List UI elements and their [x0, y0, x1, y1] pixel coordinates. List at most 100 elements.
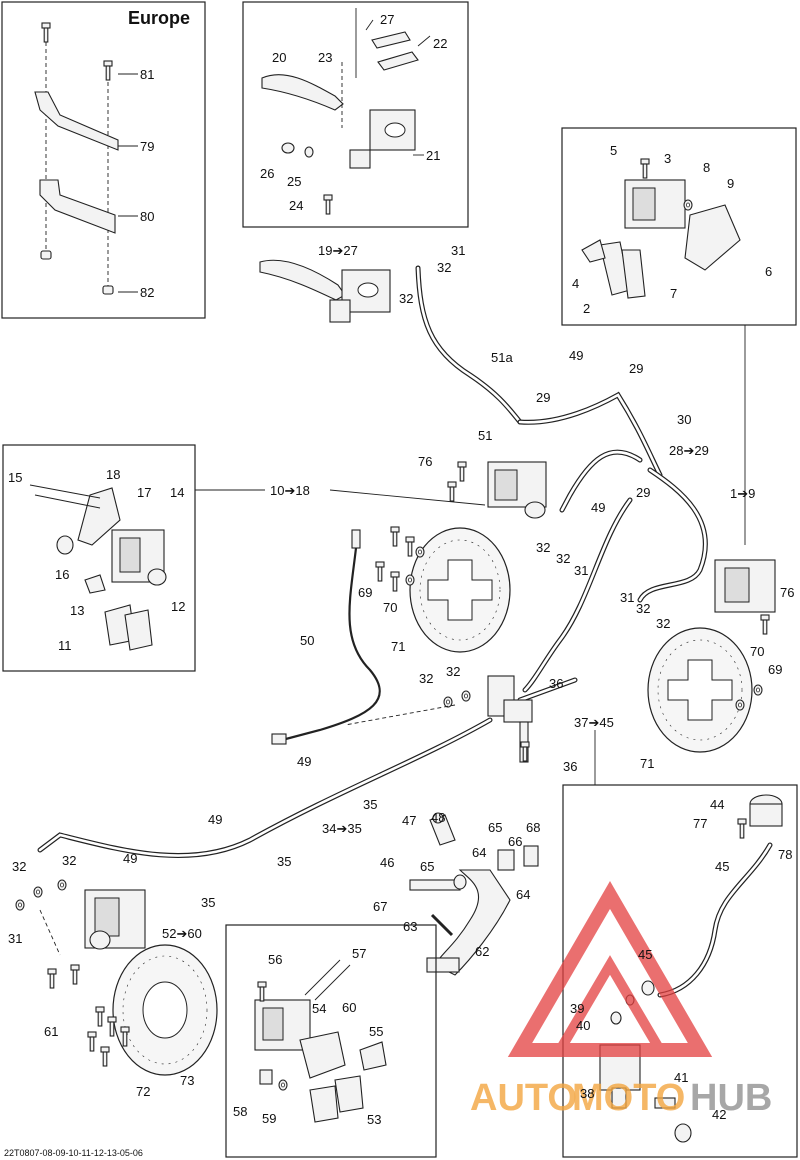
- callout-44: 44: [710, 797, 724, 812]
- callout-31: 31: [620, 590, 634, 605]
- callout-28-29: 28➔29: [669, 443, 709, 458]
- callout-72: 72: [136, 1084, 150, 1099]
- callout-56: 56: [268, 952, 282, 967]
- callout-71: 71: [391, 639, 405, 654]
- callout-69: 69: [768, 662, 782, 677]
- callout-77: 77: [693, 816, 707, 831]
- callout-32: 32: [12, 859, 26, 874]
- callout-41: 41: [674, 1070, 688, 1085]
- rear-caliper-inset-frame: [2, 444, 196, 672]
- brake-disc-rear: [87, 944, 218, 1076]
- callout-40: 40: [576, 1018, 590, 1033]
- callout-21: 21: [426, 148, 440, 163]
- callout-32: 32: [446, 664, 460, 679]
- callout-35: 35: [363, 797, 377, 812]
- callout-32: 32: [636, 601, 650, 616]
- callout-16: 16: [55, 567, 69, 582]
- watermark-logo: [507, 881, 713, 1057]
- callout-32: 32: [399, 291, 413, 306]
- hose-junction-block: [443, 675, 533, 763]
- callout-52-60: 52➔60: [162, 926, 202, 941]
- callout-79: 79: [140, 139, 154, 154]
- callout-6: 6: [765, 264, 772, 279]
- callout-36: 36: [549, 676, 563, 691]
- callout-29: 29: [536, 390, 550, 405]
- callout-47: 47: [402, 813, 416, 828]
- callout-8: 8: [703, 160, 710, 175]
- callout-32: 32: [536, 540, 550, 555]
- callout-71: 71: [640, 756, 654, 771]
- callout-34-35: 34➔35: [322, 821, 362, 836]
- watermark-moto: MOTO: [572, 1077, 685, 1119]
- callout-65: 65: [420, 859, 434, 874]
- callout-66: 66: [508, 834, 522, 849]
- callout-65: 65: [488, 820, 502, 835]
- front-caliper-inset-frame: [561, 127, 797, 326]
- callout-29: 29: [629, 361, 643, 376]
- callout-31: 31: [8, 931, 22, 946]
- callout-49: 49: [569, 348, 583, 363]
- callout-5: 5: [610, 143, 617, 158]
- callout-9: 9: [727, 176, 734, 191]
- callout-37-45: 37➔45: [574, 715, 614, 730]
- callout-17: 17: [137, 485, 151, 500]
- callout-58: 58: [233, 1104, 247, 1119]
- callout-73: 73: [180, 1073, 194, 1088]
- callout-76: 76: [780, 585, 794, 600]
- callout-70: 70: [383, 600, 397, 615]
- diagram-code: 22T0807-08-09-10-11-12-13-05-06: [4, 1148, 143, 1158]
- callout-11: 11: [58, 638, 72, 653]
- callout-70: 70: [750, 644, 764, 659]
- callout-51: 51: [478, 428, 492, 443]
- callout-64: 64: [472, 845, 486, 860]
- callout-45: 45: [715, 859, 729, 874]
- callout-32: 32: [437, 260, 451, 275]
- callout-20: 20: [272, 50, 286, 65]
- callout-54: 54: [312, 1001, 326, 1016]
- callout-55: 55: [369, 1024, 383, 1039]
- watermark-hub: HUB: [690, 1077, 772, 1119]
- callout-49: 49: [208, 812, 222, 827]
- brake-disc-front: [409, 527, 511, 653]
- callout-42: 42: [712, 1107, 726, 1122]
- callout-10-18: 10➔18: [270, 483, 310, 498]
- callout-35: 35: [201, 895, 215, 910]
- callout-4: 4: [572, 276, 579, 291]
- brake-disc-right: [647, 627, 763, 753]
- front-caliper-exploded: [581, 158, 741, 299]
- callout-82: 82: [140, 285, 154, 300]
- callout-35: 35: [277, 854, 291, 869]
- callout-60: 60: [342, 1000, 356, 1015]
- brake-pedal-parts: [409, 812, 539, 976]
- callout-48: 48: [431, 810, 445, 825]
- callout-64: 64: [516, 887, 530, 902]
- callout-32: 32: [656, 616, 670, 631]
- callout-39: 39: [570, 1001, 584, 1016]
- callout-76: 76: [418, 454, 432, 469]
- callout-22: 22: [433, 36, 447, 51]
- front-caliper-center: [447, 461, 547, 519]
- callout-62: 62: [475, 944, 489, 959]
- callout-26: 26: [260, 166, 274, 181]
- europe-bracket-parts: [34, 22, 119, 295]
- rear-caliper-exploded: [29, 484, 167, 651]
- rear-master-cylinder-exploded: [599, 794, 783, 1143]
- callout-51a: 51a: [491, 350, 513, 365]
- callout-49: 49: [591, 500, 605, 515]
- callout-29: 29: [636, 485, 650, 500]
- callout-31: 31: [574, 563, 588, 578]
- callout-30: 30: [677, 412, 691, 427]
- callout-32: 32: [419, 671, 433, 686]
- callout-53: 53: [367, 1112, 381, 1127]
- callout-49: 49: [123, 851, 137, 866]
- callout-18: 18: [106, 467, 120, 482]
- master-cylinder-inset-frame: [242, 1, 469, 228]
- callout-68: 68: [526, 820, 540, 835]
- master-cylinder-exploded: [261, 8, 419, 215]
- callout-14: 14: [170, 485, 184, 500]
- europe-label: Europe: [128, 8, 190, 28]
- part-callouts: 81 79 80 82 27 22 20 23 21 26 25 24 19➔2…: [8, 12, 794, 1127]
- rear-caliper-kit-exploded: [254, 959, 387, 1123]
- callout-23: 23: [318, 50, 332, 65]
